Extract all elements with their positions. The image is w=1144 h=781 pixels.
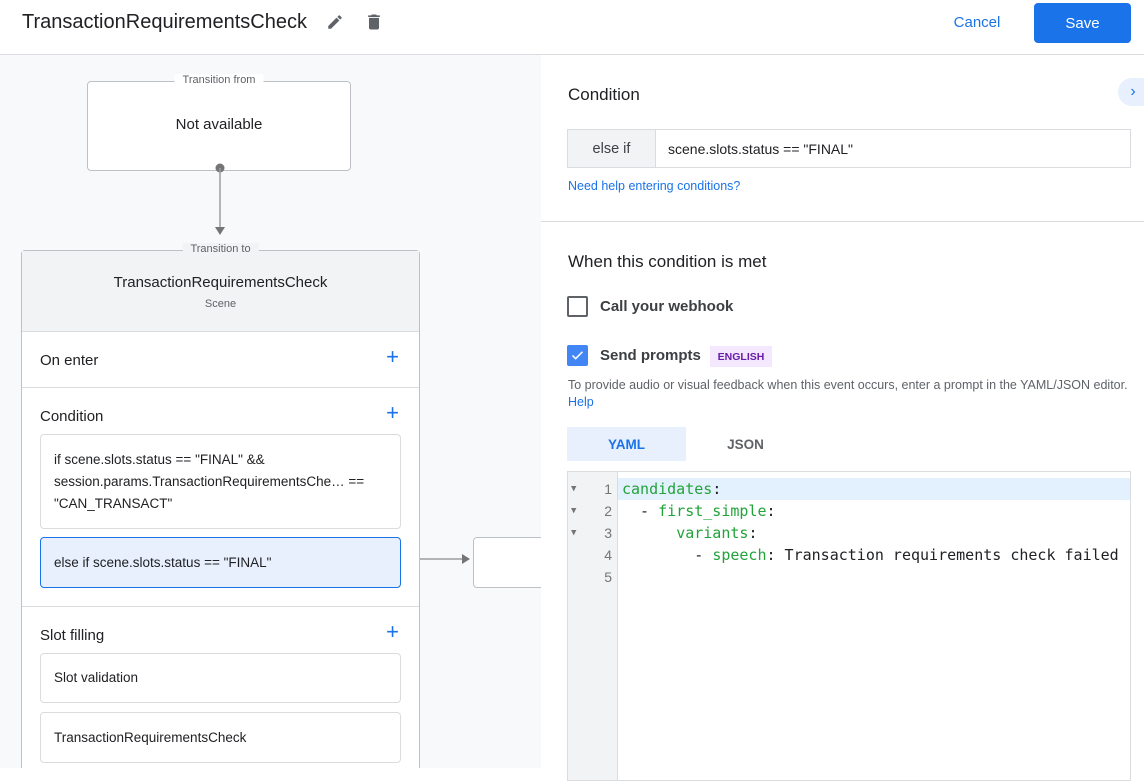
tab-yaml[interactable]: YAML bbox=[567, 427, 686, 461]
check-icon bbox=[571, 351, 584, 360]
collapse-panel-chevron-icon[interactable]: › bbox=[1118, 78, 1144, 106]
scene-header[interactable]: TransactionRequirementsCheck Scene bbox=[22, 251, 419, 332]
header: TransactionRequirementsCheck Cancel Save bbox=[0, 0, 1144, 55]
transition-from-legend: Transition from bbox=[174, 74, 264, 86]
line-number: 5 bbox=[604, 569, 612, 585]
scene-type: Scene bbox=[204, 298, 237, 310]
yaml-key: speech bbox=[712, 546, 767, 564]
yaml-value: : bbox=[712, 480, 722, 498]
save-button[interactable]: Save bbox=[1034, 3, 1131, 43]
help-link[interactable]: Help bbox=[568, 395, 594, 409]
yaml-key: candidates bbox=[622, 480, 713, 498]
condition-input[interactable]: scene.slots.status == "FINAL" bbox=[668, 140, 854, 157]
yaml-value: : Transaction requirements check failed bbox=[766, 546, 1119, 564]
prompts-label: Send prompts bbox=[600, 347, 701, 364]
add-slot-icon[interactable]: + bbox=[386, 619, 399, 644]
target-box[interactable] bbox=[473, 537, 541, 588]
arrow-head bbox=[215, 227, 225, 235]
yaml-editor[interactable]: ▼ 1 candidates: ▼ 2 - first_simple: ▼ 3 varian… bbox=[567, 471, 1131, 781]
line-number: 4 bbox=[604, 547, 612, 563]
on-enter-title: On enter bbox=[40, 352, 99, 369]
met-heading: When this condition is met bbox=[568, 252, 767, 271]
prompts-checkbox[interactable] bbox=[567, 345, 588, 366]
slot-card[interactable]: TransactionRequirementsCheck bbox=[40, 712, 401, 763]
yaml-value: : bbox=[748, 524, 758, 542]
scene-title: TransactionRequirementsCheck bbox=[22, 11, 307, 33]
description-text: To provide audio or visual feedback when… bbox=[568, 378, 1128, 392]
webhook-label: Call your webhook bbox=[600, 298, 734, 315]
active-line-highlight bbox=[618, 478, 1130, 500]
add-condition-icon[interactable]: + bbox=[386, 400, 399, 425]
scene-name: TransactionRequirementsCheck bbox=[113, 274, 328, 291]
editor-gutter bbox=[568, 472, 618, 780]
condition-title: Condition bbox=[40, 408, 104, 425]
fold-caret-icon[interactable]: ▼ bbox=[571, 506, 577, 516]
condition-prefix: else if bbox=[568, 130, 656, 167]
slot-card[interactable]: Slot validation bbox=[40, 653, 401, 703]
editor-line: 4 - speech: Transaction requirements che… bbox=[568, 544, 1130, 566]
condition-card[interactable]: if scene.slots.status == "FINAL" && sess… bbox=[40, 434, 401, 529]
fold-caret-icon[interactable]: ▼ bbox=[571, 484, 577, 494]
tab-json[interactable]: JSON bbox=[727, 436, 764, 452]
condition-panel: Condition › else if scene.slots.status =… bbox=[541, 55, 1144, 781]
condition-card-selected[interactable]: else if scene.slots.status == "FINAL" bbox=[40, 537, 401, 588]
yaml-key: first_simple bbox=[658, 502, 767, 520]
transition-from-value: Not available bbox=[175, 116, 263, 133]
indent bbox=[622, 524, 676, 542]
transition-from-box[interactable]: Transition from Not available bbox=[87, 74, 351, 171]
help-conditions-link[interactable]: Need help entering conditions? bbox=[568, 179, 741, 193]
prompts-description: To provide audio or visual feedback when… bbox=[568, 377, 1128, 411]
indent: - bbox=[622, 546, 713, 564]
indent: - bbox=[622, 502, 659, 520]
edit-icon[interactable] bbox=[324, 11, 346, 33]
on-enter-section: On enter + bbox=[22, 332, 419, 388]
arrow-head bbox=[462, 554, 470, 564]
line-number: 3 bbox=[604, 525, 612, 541]
language-badge: ENGLISH bbox=[710, 346, 772, 367]
editor-line: ▼ 2 - first_simple: bbox=[568, 500, 1130, 522]
line-number: 2 bbox=[604, 503, 612, 519]
editor-line: ▼ 1 candidates: bbox=[568, 478, 1130, 500]
divider bbox=[541, 221, 1144, 222]
cancel-button[interactable]: Cancel bbox=[940, 8, 1014, 36]
yaml-value: : bbox=[766, 502, 776, 520]
condition-heading: Condition bbox=[568, 85, 640, 104]
transition-to-box: TransactionRequirementsCheck Scene Trans… bbox=[21, 243, 420, 768]
fold-caret-icon[interactable]: ▼ bbox=[571, 528, 577, 538]
flow-canvas: Transition from Not available Transactio… bbox=[0, 55, 541, 768]
editor-lines: ▼ 1 candidates: ▼ 2 - first_simple: ▼ 3 varian… bbox=[568, 478, 1130, 588]
transition-to-legend: Transition to bbox=[182, 243, 259, 255]
editor-line: 5 bbox=[568, 566, 1130, 588]
yaml-key: variants bbox=[676, 524, 749, 542]
add-on-enter-icon[interactable]: + bbox=[386, 344, 399, 369]
line-number: 1 bbox=[604, 481, 612, 497]
condition-input-group: else if scene.slots.status == "FINAL" bbox=[567, 129, 1131, 168]
editor-line: ▼ 3 variants: bbox=[568, 522, 1130, 544]
webhook-checkbox[interactable] bbox=[567, 296, 588, 317]
slot-filling-title: Slot filling bbox=[40, 627, 105, 644]
delete-icon[interactable] bbox=[363, 11, 385, 33]
slot-filling-section: Slot filling + Slot validation Transacti… bbox=[22, 607, 419, 768]
condition-section: Condition + if scene.slots.status == "FI… bbox=[22, 388, 419, 607]
